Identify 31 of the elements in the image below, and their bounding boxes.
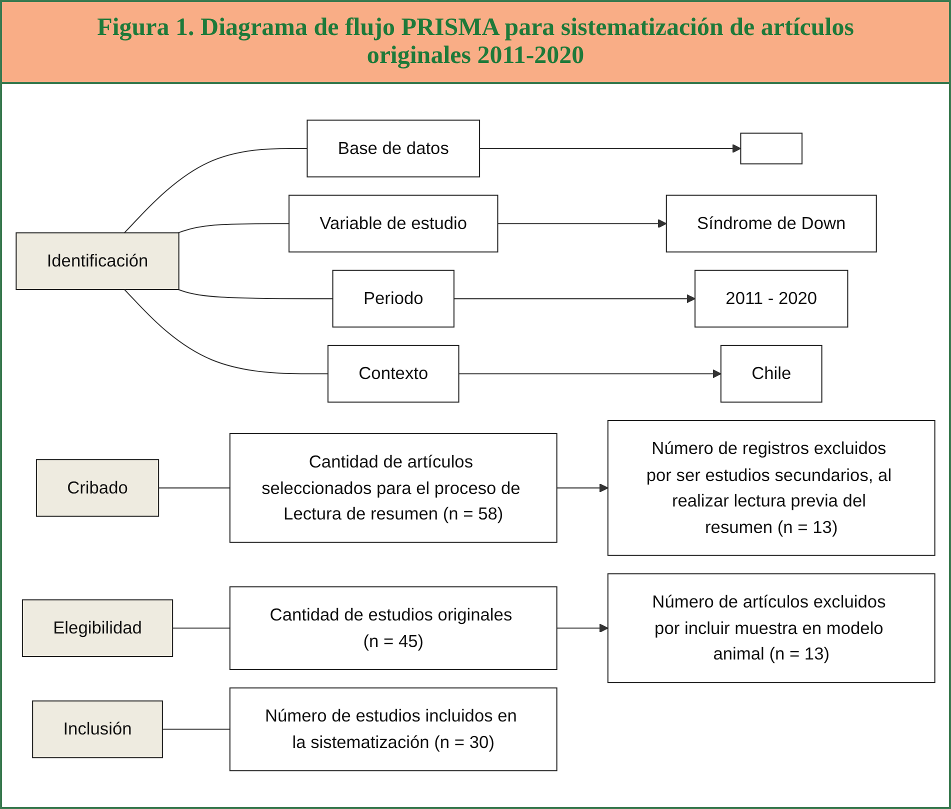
connector [124, 148, 308, 234]
node-box: Periodo [332, 270, 454, 328]
node-box: Variable de estudio [288, 194, 498, 253]
connector [158, 488, 230, 489]
node-box: Cribado [36, 459, 160, 517]
connector [178, 289, 333, 300]
node-box: Chile [720, 345, 822, 403]
connector [172, 628, 230, 629]
node-box [740, 132, 803, 164]
connector [124, 289, 328, 374]
arrow [556, 624, 608, 633]
node-box: Número de registros excluidos por ser estudios secundarios, al realizar lectura previa del resumen (n = 13) [607, 420, 936, 556]
arrow [458, 369, 722, 378]
node-box: Contexto [327, 345, 460, 403]
node-box: 2011 - 2020 [694, 270, 848, 328]
node-box: Elegibilidad [22, 599, 174, 658]
node-box: Identificación [16, 232, 180, 290]
node-box: Base de datos [306, 120, 480, 178]
connector [162, 728, 230, 730]
arrow [498, 219, 667, 228]
node-box: Número de artículos excluidos por incluir muestra en modelo animal (n = 13) [607, 573, 936, 684]
node-box: Síndrome de Down [666, 194, 877, 253]
connector [178, 223, 290, 234]
arrow [480, 144, 742, 154]
node-box: Inclusión [32, 700, 163, 758]
node-box: Cantidad de estudios originales (n = 45) [229, 586, 558, 670]
figure-title: Figura 1. Diagrama de flujo PRISMA para sistematización de artículos originales 2011-2020 [2, 2, 949, 84]
arrow [556, 484, 608, 493]
node-box: Número de estudios incluidos en la sistematización (n = 30) [229, 688, 558, 772]
arrow [454, 294, 696, 304]
node-box: Cantidad de artículos seleccionados para el proceso de Lectura de resumen (n = 58) [229, 433, 558, 543]
